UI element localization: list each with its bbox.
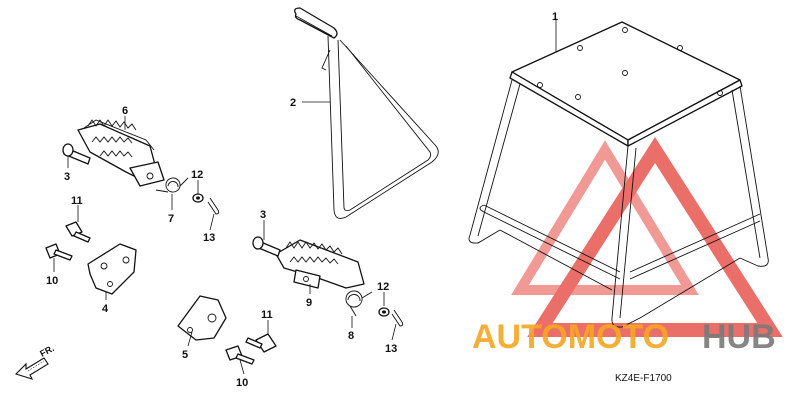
callout-labels: 1 2 6 3 7 12 13 11 10 4 3 9 8 12 13 5 11… [46,11,558,389]
bolt-part-10-left [45,243,73,261]
callout-5: 5 [182,349,188,361]
callout-12-right: 12 [377,281,389,293]
bracket-part-4 [87,243,137,295]
callout-4: 4 [102,303,109,315]
callout-7: 7 [168,213,174,225]
front-direction-label: FR. [38,343,55,359]
stand-part-2 [294,7,439,219]
spring-part-8 [345,290,373,317]
watermark-text-secondary: HUB [702,318,776,356]
callout-11-right: 11 [261,309,273,321]
footpeg-part-9 [275,239,365,289]
callout-1: 1 [552,11,558,23]
callout-11-left: 11 [71,195,83,207]
leader-lines [53,20,557,375]
callout-3-right: 3 [260,209,266,221]
washer-part-12-right [378,307,390,317]
callout-13-right: 13 [385,343,397,355]
callout-2: 2 [290,97,296,109]
watermark-text-primary: AUTOMOTO [472,318,669,356]
callout-3-left: 3 [64,171,70,183]
callout-10-right: 10 [236,377,248,389]
pin-part-3-right [252,236,281,257]
watermark-triangle-icon [511,136,783,337]
cotter-pin-part-13-left [207,197,220,215]
callout-6: 6 [122,105,128,117]
callout-8: 8 [348,330,354,342]
watermark-logo: AUTOMOTO HUB [472,318,776,356]
cotter-pin-part-13-right [391,309,404,327]
bracket-part-5 [177,295,227,341]
stand-part-1 [468,21,769,328]
callout-13-left: 13 [203,232,215,244]
washer-part-12-left [192,193,204,203]
callout-9: 9 [306,297,312,309]
figure-code: KZ4E-F1700 [615,373,672,384]
callout-10-left: 10 [46,275,58,287]
bolt-part-11-left [65,221,91,243]
front-direction-arrow-icon: FR. [14,343,56,380]
bolt-part-11-right [245,333,277,353]
bolt-part-10-right [225,345,255,365]
callout-12-left: 12 [191,169,203,181]
spring-part-7 [155,177,189,193]
footpeg-part-6 [77,119,165,187]
pin-part-3-left [62,143,91,165]
